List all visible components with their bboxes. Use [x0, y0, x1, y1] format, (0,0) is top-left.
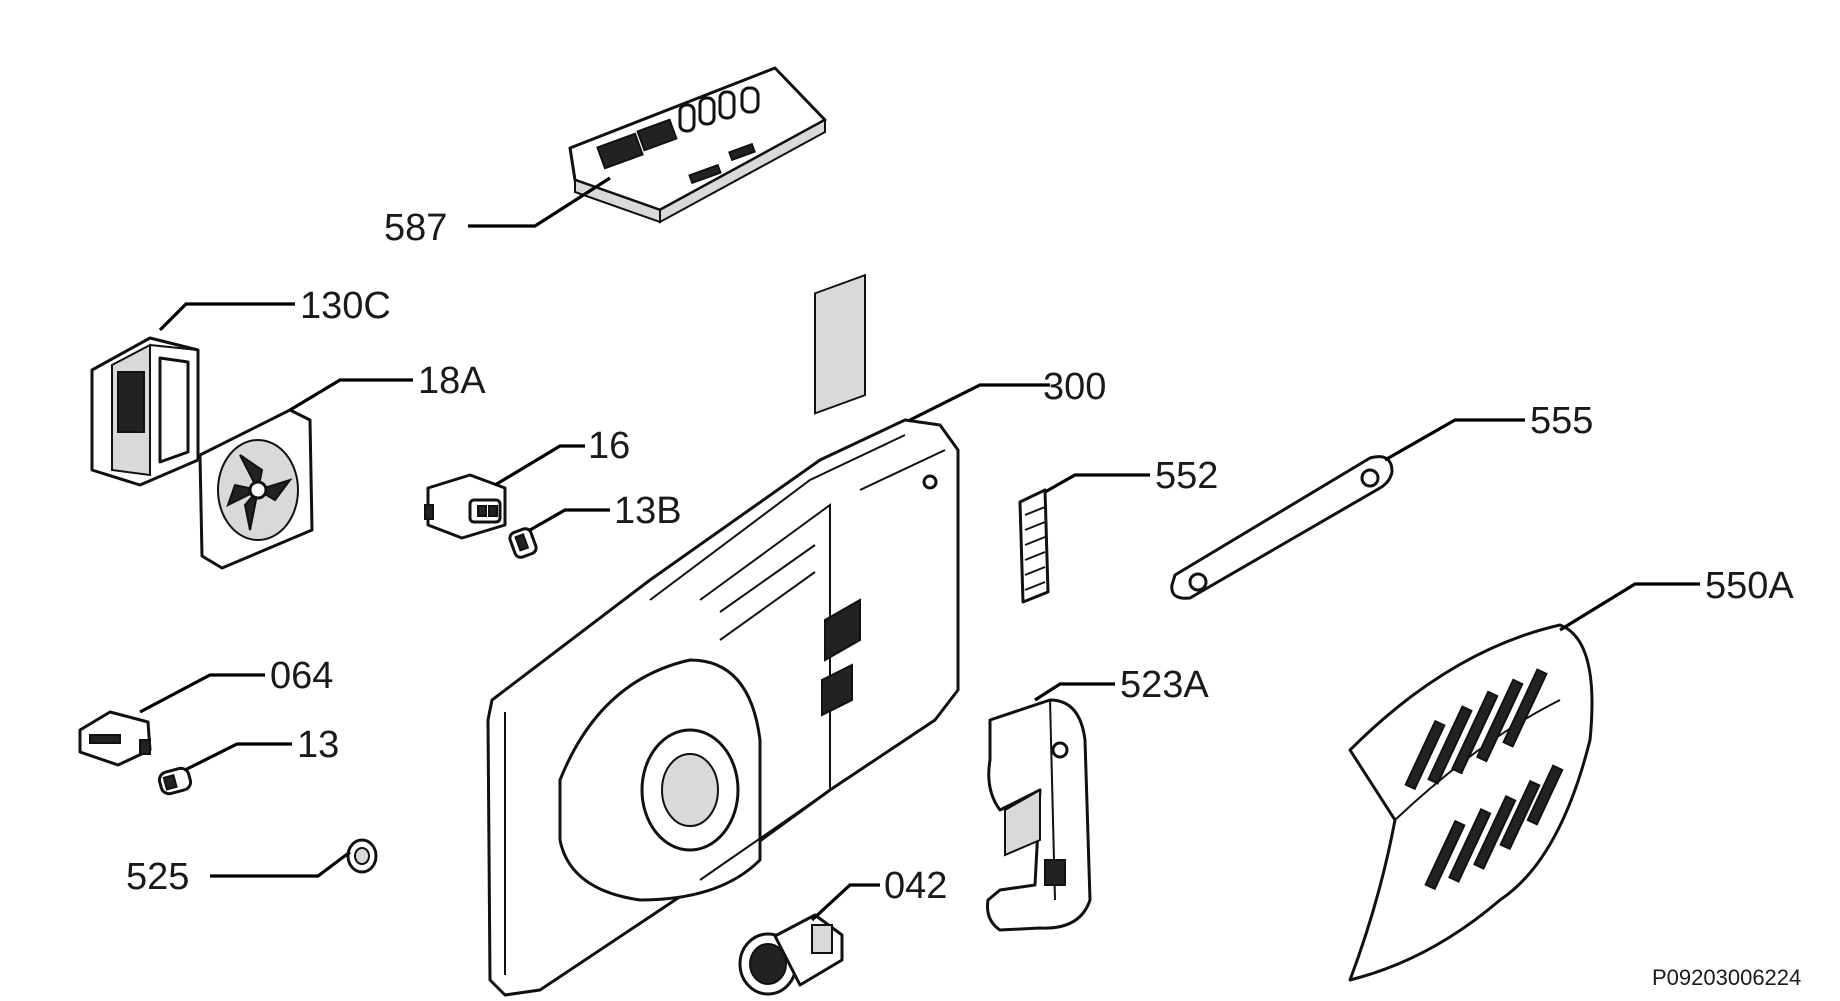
part-042-lamp-holder	[738, 913, 844, 996]
part-552-clip	[1018, 488, 1050, 604]
leader-lines	[139, 176, 1700, 922]
label-587: 587	[384, 207, 447, 249]
part-555-bar	[1170, 455, 1394, 600]
label-523A: 523A	[1120, 664, 1209, 706]
label-300: 300	[1043, 366, 1106, 408]
part-130C-frame	[90, 336, 200, 487]
part-13B-lamp	[508, 527, 538, 559]
part-300-housing	[486, 273, 960, 997]
label-18A: 18A	[418, 360, 486, 402]
label-13: 13	[297, 724, 339, 766]
label-555: 555	[1530, 400, 1593, 442]
part-labels: 587 130C 18A 300 16 13B 555 552 550A 064…	[126, 207, 1801, 990]
part-587-circuit-board	[568, 66, 827, 224]
label-550A: 550A	[1705, 565, 1794, 607]
part-550A-grille	[1348, 623, 1594, 982]
label-16: 16	[588, 425, 630, 467]
label-13B: 13B	[614, 490, 682, 532]
label-064: 064	[270, 655, 333, 697]
label-552: 552	[1155, 455, 1218, 497]
part-16-switch	[424, 473, 507, 540]
label-525: 525	[126, 856, 189, 898]
reference-code: P09203006224	[1652, 965, 1801, 990]
label-042: 042	[884, 865, 947, 907]
part-523A-bracket	[986, 698, 1092, 932]
part-064-connector	[78, 710, 152, 767]
part-525-knob	[346, 838, 378, 874]
part-13-lamp	[157, 766, 193, 796]
label-130C: 130C	[300, 285, 391, 327]
part-18A-fan	[198, 408, 314, 570]
